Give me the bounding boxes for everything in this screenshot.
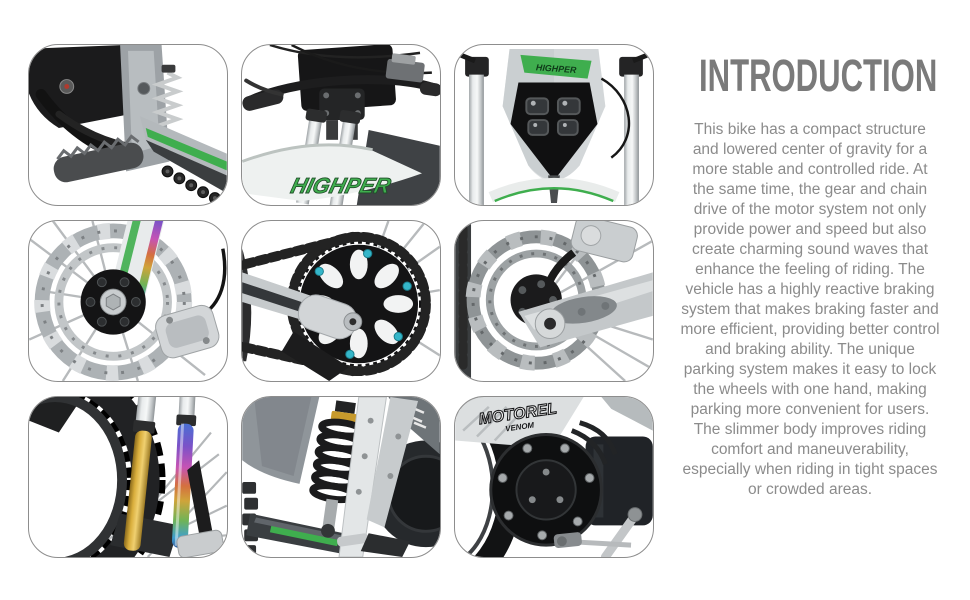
rear-shock-photo bbox=[242, 397, 440, 557]
photo-tile-rear-shock-and-frame bbox=[241, 396, 441, 558]
introduction-panel: INTRODUCTION This bike has a compact str… bbox=[660, 49, 960, 500]
rear-disc-photo bbox=[455, 221, 653, 381]
photo-tile-led-headlight-mask: HIGHPER bbox=[454, 44, 654, 206]
photo-tile-front-brake-disc bbox=[28, 220, 228, 382]
motor-cover-photo: MOTOREL VENOM bbox=[455, 397, 653, 557]
photo-tile-front-tire-and-forks bbox=[28, 396, 228, 558]
photo-gallery-grid: HIGHPER HIGHPER bbox=[28, 44, 654, 558]
handlebar-photo: HIGHPER bbox=[242, 45, 440, 205]
rear-sprocket-photo bbox=[242, 221, 440, 381]
engine-decal-text-line2: VENOM bbox=[505, 420, 535, 433]
photo-tile-rear-brake-disc bbox=[454, 220, 654, 382]
introduction-body-text: This bike has a compact structure and lo… bbox=[680, 121, 940, 498]
headlight-photo: HIGHPER bbox=[455, 48, 653, 205]
headlight-decal-text: HIGHPER bbox=[536, 62, 578, 75]
foot-peg-photo bbox=[29, 45, 227, 205]
front-tire-photo bbox=[29, 397, 227, 557]
fender-decal-text: HIGHPER bbox=[288, 173, 393, 198]
photo-tile-rear-sprocket-and-chain bbox=[241, 220, 441, 382]
front-disc-photo bbox=[29, 221, 227, 381]
photo-tile-handlebar-and-front-fender: HIGHPER bbox=[241, 44, 441, 206]
introduction-heading: INTRODUCTION bbox=[699, 49, 938, 101]
photo-tile-foot-peg-and-kick-lever bbox=[28, 44, 228, 206]
photo-tile-motor-side-cover: MOTOREL VENOM bbox=[454, 396, 654, 558]
